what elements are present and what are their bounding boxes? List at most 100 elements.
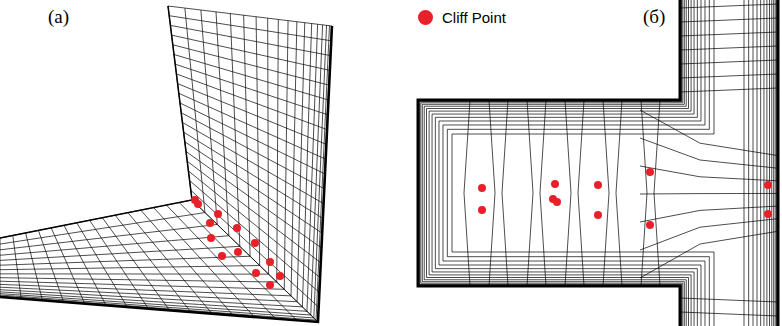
panel-label: (б): [643, 6, 665, 28]
mesh-line: [175, 64, 328, 115]
mesh-line: [419, 193, 681, 326]
mesh-line: [540, 100, 546, 286]
mesh-line: [760, 0, 761, 326]
mesh-line: [680, 32, 778, 36]
cliff-point-dot: [266, 258, 274, 266]
mesh-line: [173, 45, 329, 85]
mesh-line: [766, 0, 767, 326]
mesh-line: [421, 193, 683, 326]
mesh-line: [0, 246, 240, 260]
mesh-line: [439, 0, 701, 193]
mesh-line: [680, 298, 778, 302]
mesh-line: [753, 0, 754, 326]
mesh-line: [565, 100, 571, 286]
channel-wall: [777, 0, 780, 326]
channel-wall: [418, 0, 680, 326]
mesh-line: [757, 0, 758, 326]
mesh-line: [427, 193, 689, 326]
mesh-line: [640, 193, 778, 195]
mesh-line: [187, 161, 321, 263]
cliff-point-dot: [276, 272, 284, 280]
mesh-line: [578, 100, 584, 286]
mesh-line: [452, 0, 714, 193]
mesh-line: [176, 74, 327, 130]
mesh-line: [192, 200, 318, 322]
mesh-line: [447, 193, 709, 326]
mesh-line: [603, 100, 609, 286]
cliff-point-dot: [252, 269, 260, 277]
mesh-line: [432, 0, 694, 193]
cliff-point-dot: [478, 184, 486, 192]
mesh-line: [13, 235, 21, 298]
mesh-line: [0, 256, 250, 265]
mesh-line: [174, 55, 329, 101]
mesh-line: [186, 152, 322, 249]
cliff-point-dot: [214, 210, 222, 218]
mesh-line: [182, 122, 323, 203]
cliff-point-dot: [594, 211, 602, 219]
cliff-point-dot: [206, 219, 214, 227]
mesh-line: [654, 100, 660, 286]
mesh-line: [0, 278, 277, 282]
mesh-line: [179, 93, 326, 159]
mesh-line: [169, 16, 331, 41]
mesh-line: [452, 193, 714, 326]
mesh-line: [419, 0, 681, 193]
mesh-line: [680, 60, 778, 64]
mesh-line: [422, 193, 684, 326]
mesh-line: [26, 233, 43, 300]
mesh-line: [0, 224, 217, 249]
cliff-point-dot: [646, 221, 654, 229]
cliff-point-dot: [764, 181, 772, 189]
mesh-line: [168, 6, 332, 26]
mesh-line: [464, 100, 470, 286]
mesh-line: [418, 0, 680, 193]
mesh-line: [769, 0, 770, 326]
mesh-line: [38, 230, 63, 302]
mesh-line: [185, 142, 322, 233]
mesh-line: [680, 74, 778, 78]
mesh-line: [0, 266, 260, 270]
mesh-line: [616, 100, 622, 286]
mesh-line: [775, 0, 776, 326]
cliff-point-dot: [478, 206, 486, 214]
cliff-point-dot: [251, 239, 259, 247]
mesh-line: [771, 0, 772, 326]
mesh-line: [680, 312, 778, 316]
mesh-line: [420, 0, 682, 193]
mesh-line: [432, 193, 694, 326]
mesh-line: [527, 100, 533, 286]
mesh-line: [763, 0, 764, 326]
mesh-line: [418, 0, 680, 193]
mesh-line: [640, 138, 778, 168]
mesh-line: [421, 0, 683, 193]
mesh-line: [64, 225, 106, 305]
mesh-line: [0, 273, 269, 274]
mesh-line: [418, 193, 680, 326]
mesh-line: [420, 193, 682, 326]
mesh-line: [502, 100, 508, 286]
mesh-line: [191, 190, 319, 307]
channel-wall: [0, 6, 192, 238]
panel-label: (a): [48, 6, 69, 28]
cliff-point-dot: [553, 198, 561, 206]
mesh-line: [640, 231, 778, 278]
cliff-point-dot: [594, 181, 602, 189]
cliff-point-dot: [218, 252, 226, 260]
mesh-line: [179, 203, 297, 321]
mesh-line: [777, 0, 778, 326]
mesh-line: [0, 294, 311, 315]
cliff-point-dot: [234, 248, 242, 256]
mesh-line: [773, 0, 774, 326]
mesh-line: [0, 284, 291, 296]
mesh-line: [640, 166, 778, 181]
mesh-line: [429, 0, 691, 193]
mesh-line: [640, 206, 778, 222]
mesh-line: [640, 110, 778, 156]
mesh-line: [778, 0, 779, 326]
mesh-line: [51, 228, 85, 304]
mesh-line: [0, 281, 284, 289]
mesh-line: [115, 215, 191, 312]
mesh-line: [680, 46, 778, 50]
